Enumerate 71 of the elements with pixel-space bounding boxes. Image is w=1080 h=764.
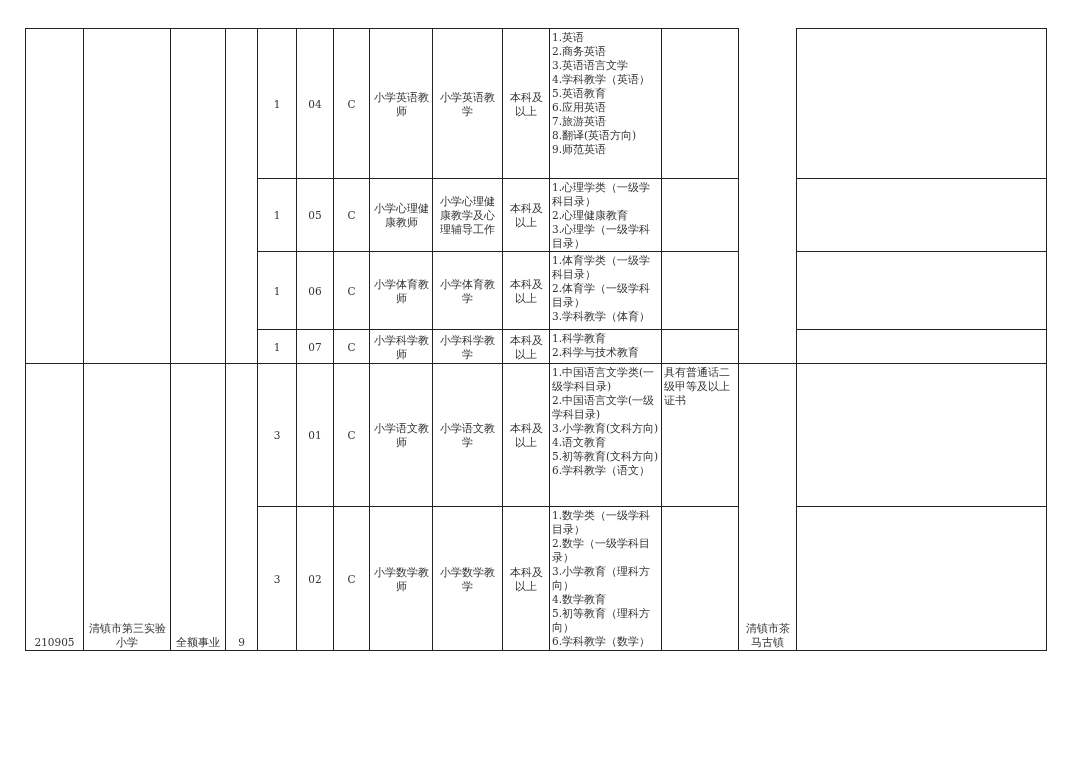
major-item: 9.师范英语 — [552, 142, 608, 156]
major-item: 2.心理健康教育 — [552, 208, 630, 222]
education-requirement: 本科及以上 — [508, 89, 544, 118]
major-item: 2.中国语言文学(一级学科目录) — [552, 393, 656, 421]
major-item: 2.数学（一级学科目录） — [552, 536, 652, 564]
post-code: 05 — [308, 208, 322, 222]
job-description: 小学英语教学 — [439, 89, 496, 118]
category-code: C — [347, 428, 356, 442]
other-requirement: 具有普通话二级甲等及以上证书 — [664, 365, 731, 407]
post-count: 1 — [273, 283, 281, 298]
post-code: 04 — [308, 96, 322, 111]
major-item: 3.英语语言文学 — [552, 58, 630, 72]
category-code: C — [347, 571, 356, 586]
post-count: 3 — [273, 571, 281, 586]
education-requirement: 本科及以上 — [508, 276, 544, 305]
post-count: 1 — [273, 208, 281, 222]
education-requirement: 本科及以上 — [508, 564, 544, 593]
education-requirement: 本科及以上 — [508, 332, 544, 361]
unit-name: 清镇市第三实验小学 — [87, 621, 167, 649]
major-item: 4.学科教学（英语） — [552, 72, 652, 86]
major-item: 6.应用英语 — [552, 100, 608, 114]
major-item: 6.学科教学（语文） — [552, 463, 652, 477]
major-item: 2.体育学（一级学科目录） — [552, 281, 652, 309]
unit-code: 210905 — [34, 635, 75, 649]
post-name: 小学体育教师 — [372, 276, 430, 305]
post-code: 06 — [308, 283, 322, 298]
major-item: 7.旅游英语 — [552, 114, 608, 128]
category-code: C — [347, 283, 356, 298]
major-item: 2.商务英语 — [552, 44, 608, 58]
location: 清镇市茶马古镇 — [744, 621, 791, 649]
major-item: 1.英语 — [552, 30, 586, 44]
education-requirement: 本科及以上 — [508, 201, 544, 229]
job-description: 小学心理健康教学及心理辅导工作 — [439, 194, 496, 236]
post-name: 小学科学教师 — [372, 332, 430, 361]
major-item: 1.体育学类（一级学科目录） — [552, 253, 652, 281]
post-name: 小学语文教师 — [372, 421, 430, 449]
job-description: 小学数学教学 — [439, 564, 496, 593]
major-item: 4.数学教育 — [552, 592, 608, 606]
post-code: 01 — [308, 428, 322, 442]
major-item: 1.心理学类（一级学科目录） — [552, 180, 652, 208]
major-item: 5.英语教育 — [552, 86, 608, 100]
major-item: 1.科学教育 — [552, 331, 608, 345]
education-requirement: 本科及以上 — [508, 421, 544, 449]
category-code: C — [347, 208, 356, 222]
post-name: 小学心理健康教师 — [372, 201, 430, 229]
post-count: 1 — [273, 339, 281, 354]
post-count: 1 — [273, 96, 281, 111]
unit-post-count: 9 — [238, 635, 245, 649]
category-code: C — [347, 96, 356, 111]
major-item: 4.语文教育 — [552, 435, 608, 449]
major-item: 2.科学与技术教育 — [552, 345, 641, 359]
post-name: 小学数学教师 — [372, 564, 430, 593]
major-item: 3.学科教学（体育） — [552, 309, 652, 323]
job-description: 小学科学教学 — [439, 332, 496, 361]
major-item: 1.中国语言文学类(一级学科目录) — [552, 365, 656, 393]
job-description: 小学语文教学 — [439, 421, 496, 449]
major-item: 6.学科教学（数学） — [552, 634, 652, 648]
major-item: 8.翻译(英语方向) — [552, 128, 638, 142]
post-code: 07 — [308, 339, 322, 354]
funding-type: 全额事业 — [176, 635, 220, 649]
job-description: 小学体育教学 — [439, 276, 496, 305]
major-item: 3.心理学（一级学科目录） — [552, 222, 652, 250]
major-item: 1.数学类（一级学科目录） — [552, 508, 652, 536]
post-count: 3 — [273, 428, 281, 442]
major-item: 3.小学教育（理科方向） — [552, 564, 652, 592]
major-item: 5.初等教育(文科方向) — [552, 449, 659, 463]
major-item: 3.小学教育(文科方向) — [552, 421, 659, 435]
post-name: 小学英语教师 — [372, 89, 430, 118]
major-item: 5.初等教育（理科方向） — [552, 606, 652, 634]
category-code: C — [347, 339, 356, 354]
post-code: 02 — [308, 571, 322, 586]
